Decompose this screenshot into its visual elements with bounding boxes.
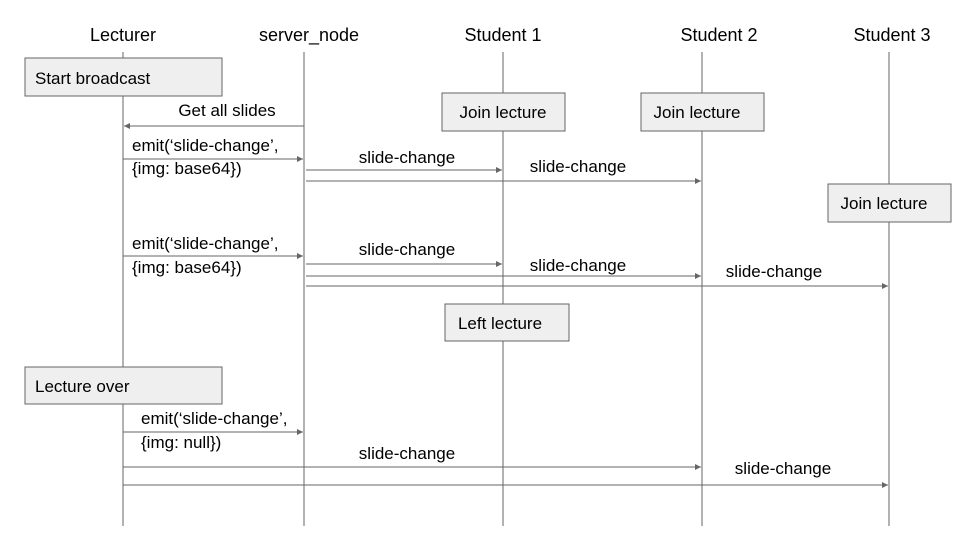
emit-3-label-line-2: {img: null}): [141, 433, 221, 452]
get-all-slides-label: Get all slides: [178, 101, 275, 120]
join-lecture-box-student-1: Join lecture: [441, 92, 566, 132]
slide-change-3-student-3-label: slide-change: [735, 459, 831, 478]
participant-student-2: Student 2: [680, 25, 757, 45]
lecture-over-box: Lecture over: [24, 366, 223, 405]
emit-2-label-line-1: emit(‘slide-change’,: [132, 234, 278, 253]
participant-lecturer: Lecturer: [90, 25, 156, 45]
join-lecture-box-student-2: Join lecture: [640, 92, 765, 132]
start-broadcast-label: Start broadcast: [35, 69, 151, 88]
emit-1-label-line-1: emit(‘slide-change’,: [132, 136, 278, 155]
emit-1-label-line-2: {img: base64}): [132, 159, 242, 178]
participant-server-node: server_node: [259, 25, 359, 46]
lecture-over-label: Lecture over: [35, 377, 130, 396]
slide-change-1-student-2-label: slide-change: [530, 157, 626, 176]
participant-student-3: Student 3: [853, 25, 930, 45]
join-lecture-label-student-3: Join lecture: [841, 194, 928, 213]
emit-2-label-line-2: {img: base64}): [132, 258, 242, 277]
left-lecture-box-student-1: Left lecture: [444, 303, 570, 342]
slide-change-1-student-1-label: slide-change: [359, 148, 455, 167]
left-lecture-label: Left lecture: [458, 314, 542, 333]
emit-3-label-line-1: emit(‘slide-change’,: [141, 409, 287, 428]
slide-change-2-student-1-label: slide-change: [359, 240, 455, 259]
participant-student-1: Student 1: [464, 25, 541, 45]
join-lecture-label-student-1: Join lecture: [460, 103, 547, 122]
join-lecture-box-student-3: Join lecture: [827, 183, 952, 223]
slide-change-3-student-2-label: slide-change: [359, 444, 455, 463]
start-broadcast-box: Start broadcast: [24, 57, 223, 97]
slide-change-2-student-3-label: slide-change: [726, 262, 822, 281]
join-lecture-label-student-2: Join lecture: [654, 103, 741, 122]
slide-change-2-student-2-label: slide-change: [530, 256, 626, 275]
